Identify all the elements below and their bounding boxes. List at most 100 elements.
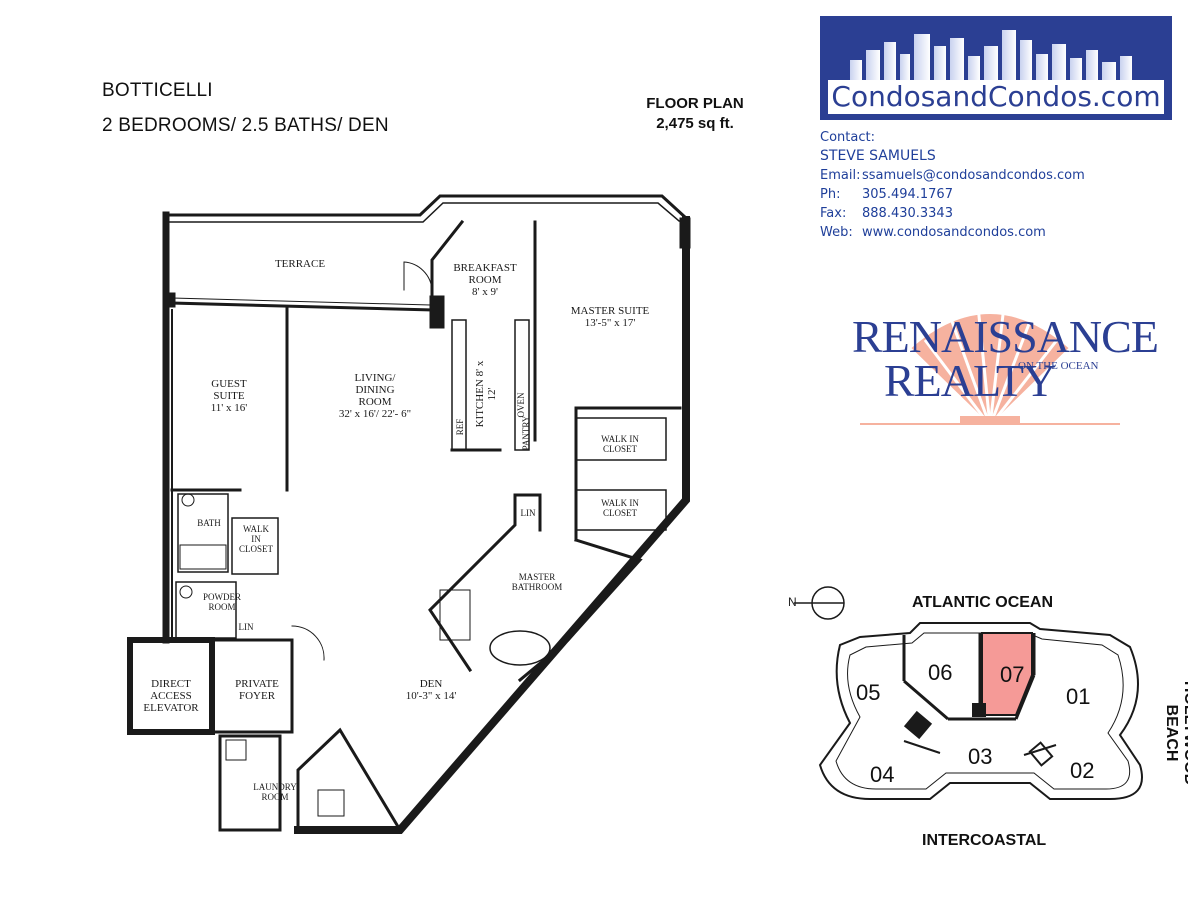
- den-line1: DEN: [419, 678, 443, 690]
- unit-label-03: 03: [968, 744, 993, 769]
- small-closet-line3: CLOSET: [238, 544, 273, 554]
- den-dim: 10'-3" x 14': [405, 690, 457, 702]
- master-bath-line2: BATHROOM: [511, 582, 563, 592]
- terrace-label: TERRACE: [274, 258, 326, 270]
- phone-label: Ph:: [820, 187, 841, 202]
- unit-type: 2 BEDROOMS/ 2.5 BATHS/ DEN: [102, 115, 389, 136]
- wic1-line1: WALK IN: [601, 434, 639, 444]
- unit-label-05: 05: [856, 680, 881, 705]
- guest-line2: SUITE: [213, 390, 245, 402]
- contact-heading: Contact:: [820, 130, 875, 145]
- stair-icon: [903, 710, 933, 740]
- wic2-line1: WALK IN: [601, 498, 639, 508]
- linen-closet-1-label: LIN: [520, 508, 536, 518]
- foyer-line2: FOYER: [238, 690, 276, 702]
- bathtub: [489, 630, 551, 666]
- master-bath-label: MASTER BATHROOM: [502, 572, 572, 592]
- phone-value: 305.494.1767: [862, 187, 953, 202]
- powder-line1: POWDER: [203, 592, 241, 602]
- elevator-line3: ELEVATOR: [143, 702, 199, 714]
- unit-label-06: 06: [928, 660, 953, 685]
- contact-block: Contact: STEVE SAMUELS Email:ssamuels@co…: [820, 128, 1180, 242]
- site-name: CondosandCondos.com: [831, 80, 1161, 113]
- living-line2: DINING: [355, 384, 395, 396]
- north-label: N: [788, 595, 797, 609]
- realty-line1: RENAISSANCE: [852, 311, 1159, 362]
- terrace-railing: [162, 194, 689, 221]
- foyer-line1: PRIVATE: [235, 678, 279, 690]
- laundry-line1: LAUNDRY: [253, 782, 297, 792]
- highlighted-unit-07: [981, 632, 1033, 716]
- condosandcondos-logo[interactable]: CondosandCondos.com: [820, 16, 1172, 120]
- elevator-core-icon: [972, 703, 986, 717]
- walk-in-closet-2-label: WALK IN CLOSET: [586, 498, 654, 518]
- living-room-label: LIVING/ DINING ROOM 32' x 16'/ 22'- 6": [320, 372, 430, 420]
- living-line1: LIVING/: [354, 372, 396, 384]
- floor-plan-label: FLOOR PLAN: [646, 95, 744, 112]
- ref-label: REF: [455, 418, 465, 436]
- breakfast-line1: BREAKFAST: [453, 262, 517, 274]
- web-label: Web:: [820, 225, 853, 240]
- powder-line2: ROOM: [208, 602, 236, 612]
- guest-line1: GUEST: [211, 378, 247, 390]
- web-link[interactable]: www.condosandcondos.com: [862, 225, 1046, 240]
- building-outline: [818, 622, 1143, 800]
- unit-label-07: 07: [1000, 662, 1025, 687]
- unit-label-02: 02: [1070, 758, 1095, 783]
- unit-label-01: 01: [1066, 684, 1091, 709]
- hollywood-beach-label: HOLLYWOOD BEACH: [1163, 680, 1188, 786]
- site-key-map: [794, 586, 1143, 800]
- living-dim: 32' x 16'/ 22'- 6": [338, 408, 412, 420]
- wic2-line2: CLOSET: [602, 508, 637, 518]
- stair-icon-2: [1028, 741, 1054, 767]
- elevator-line1: DIRECT: [151, 678, 191, 690]
- skyline-icon: [828, 30, 1164, 114]
- laundry-label: LAUNDRY ROOM: [250, 782, 300, 802]
- elevator-label: DIRECT ACCESS ELEVATOR: [136, 678, 206, 714]
- powder-room-label: POWDER ROOM: [200, 592, 244, 612]
- realty-tagline: ON THE OCEAN: [1018, 360, 1099, 372]
- email-link[interactable]: ssamuels@condosandcondos.com: [862, 168, 1085, 183]
- atlantic-ocean-label: ATLANTIC OCEAN: [912, 594, 1054, 611]
- column: [429, 295, 445, 329]
- den-label: DEN 10'-3" x 14': [386, 678, 476, 702]
- building-name: BOTTICELLI: [102, 80, 213, 101]
- renaissance-realty-logo[interactable]: RENAISSANCE ON THE OCEAN REALTY: [850, 288, 1159, 438]
- fax-value: 888.430.3343: [862, 206, 953, 221]
- fax-label: Fax:: [820, 206, 847, 221]
- small-closet-line2: IN: [251, 534, 261, 544]
- fax-row: Fax: 888.430.3343: [820, 204, 1180, 223]
- unit-label-04: 04: [870, 762, 895, 787]
- linen-closet-2-label: LIN: [238, 622, 254, 632]
- laundry-line2: ROOM: [261, 792, 289, 802]
- exterior-wall: [294, 216, 690, 834]
- small-closet-label: WALK IN CLOSET: [236, 524, 276, 554]
- breakfast-dim: 8' x 9': [472, 286, 498, 298]
- master-bath-line1: MASTER: [518, 572, 556, 582]
- guest-suite-label: GUEST SUITE 11' x 16': [196, 378, 262, 414]
- breakfast-line2: ROOM: [468, 274, 502, 286]
- phone-row: Ph: 305.494.1767: [820, 185, 1180, 204]
- master-suite-dim: 13'-5" x 17': [584, 317, 636, 329]
- shower: [439, 589, 471, 641]
- column: [679, 217, 691, 249]
- square-footage: 2,475 sq ft.: [656, 115, 734, 132]
- email-row: Email:ssamuels@condosandcondos.com: [820, 166, 1180, 185]
- small-closet-line1: WALK: [243, 524, 269, 534]
- wic1-line2: CLOSET: [602, 444, 637, 454]
- agent-name: STEVE SAMUELS: [820, 148, 936, 164]
- walk-in-closet-1-label: WALK IN CLOSET: [586, 434, 654, 454]
- seashell-icon: [860, 305, 1120, 428]
- guest-tub: [179, 544, 227, 570]
- living-line3: ROOM: [358, 396, 392, 408]
- email-label: Email:: [820, 168, 861, 183]
- bath-label: BATH: [197, 518, 221, 528]
- intercoastal-label: INTERCOASTAL: [922, 832, 1047, 849]
- master-suite-label: MASTER SUITE 13'-5" x 17': [560, 305, 660, 329]
- pantry-label: PANTRY: [521, 415, 531, 451]
- guest-dim: 11' x 16': [210, 402, 248, 414]
- column: [162, 292, 176, 308]
- breakfast-room-label: BREAKFAST ROOM 8' x 9': [450, 262, 520, 298]
- floor-plan-heading: FLOOR PLAN 2,475 sq ft.: [620, 94, 770, 134]
